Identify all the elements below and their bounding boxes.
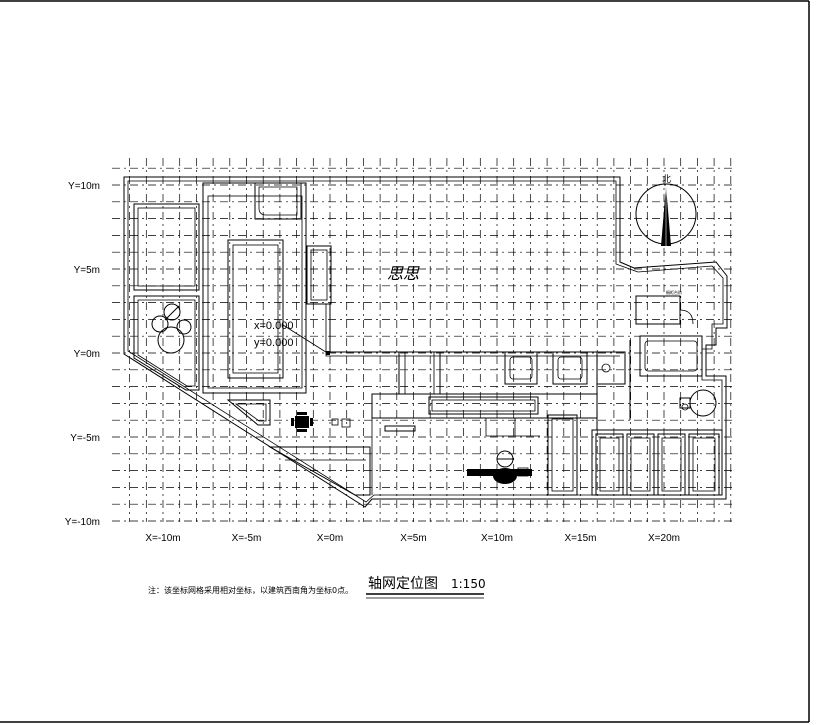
y-axis-label: Y=-5m — [70, 433, 100, 444]
drawing-title: 轴网定位图 — [368, 576, 438, 592]
outer-wall — [123, 176, 728, 508]
north-label: 北 — [662, 174, 671, 185]
sink-left — [504, 351, 538, 385]
bed-3 — [657, 433, 686, 496]
x-axis-label: X=15m — [565, 533, 597, 544]
sink-left-inner — [509, 356, 533, 380]
room-wardrobe — [306, 245, 332, 305]
fixture-small — [679, 397, 691, 409]
bed-2 — [626, 433, 655, 496]
bed-4-inner — [692, 437, 716, 492]
tall-cabinet — [547, 414, 578, 496]
bed-outline — [227, 239, 284, 379]
closet-inner — [258, 186, 298, 216]
bed-4 — [688, 433, 720, 496]
bed-2-inner — [630, 437, 651, 492]
slanted-room-a-inner — [234, 403, 267, 422]
toilet-bowl — [601, 363, 611, 373]
y-axis-label: Y=5m — [74, 265, 100, 276]
round-table-symbol — [467, 450, 532, 484]
washbasin-symbol — [151, 303, 192, 354]
dining-table-symbol — [291, 412, 351, 432]
room-closet — [254, 182, 302, 220]
origin-marker: x=0.000 y=0.000 — [254, 320, 330, 355]
small-room-label: 橱柜台阶 — [666, 289, 682, 295]
kitchen-counter-inner — [431, 399, 536, 412]
tall-cabinet-inner — [551, 418, 574, 492]
slanted-room-a — [226, 399, 271, 426]
room-west-inner — [137, 299, 196, 387]
shelf — [384, 425, 416, 432]
slanted-room-b — [268, 446, 371, 496]
north-arrow: 北 — [635, 174, 697, 246]
origin-y-label: y=0.000 — [254, 337, 293, 349]
x-axis-label: X=-10m — [145, 533, 180, 544]
y-axis-label: Y=-10m — [65, 517, 100, 528]
outer-wall-inner-line — [127, 180, 724, 503]
door-swing — [679, 309, 694, 325]
wardrobe-inner — [310, 249, 328, 301]
furniture-symbols — [151, 303, 532, 484]
room-northwest — [133, 203, 200, 291]
toilet-area — [596, 351, 626, 385]
fixture-small-circle — [681, 403, 689, 411]
sink-right-inner — [557, 356, 583, 380]
room-west — [133, 295, 200, 391]
bed-inner — [232, 244, 279, 374]
partition-b-inner — [325, 304, 620, 357]
bathtub-inner — [644, 340, 698, 372]
y-axis-label: Y=10m — [68, 181, 100, 192]
x-axis-label: X=10m — [481, 533, 513, 544]
bed-1-inner — [599, 437, 620, 492]
x-axis-label: X=0m — [317, 533, 343, 544]
coordinate-note: 注：该坐标网格采用相对坐标，以建筑西南角为坐标0点。 — [148, 585, 353, 595]
sink-right — [552, 351, 588, 385]
drawing-scale: 1:150 — [451, 577, 486, 591]
kitchen-counter — [428, 396, 539, 415]
x-axis-label: X=20m — [648, 533, 680, 544]
room-label: 思思 — [387, 266, 420, 283]
origin-x-label: x=0.000 — [254, 320, 293, 332]
x-axis-label: X=5m — [400, 533, 426, 544]
building-walls — [123, 176, 728, 508]
x-axis-labels: X=-10m X=-5m X=0m X=5m X=10m X=15m X=20m — [145, 533, 680, 544]
room-northwest-inner — [137, 207, 196, 287]
bed-3-inner — [661, 437, 682, 492]
room-southeast — [591, 429, 723, 496]
bed-1 — [595, 433, 624, 496]
x-axis-label: X=-5m — [232, 533, 262, 544]
bathtub — [639, 335, 703, 377]
y-axis-label: Y=0m — [74, 349, 100, 360]
